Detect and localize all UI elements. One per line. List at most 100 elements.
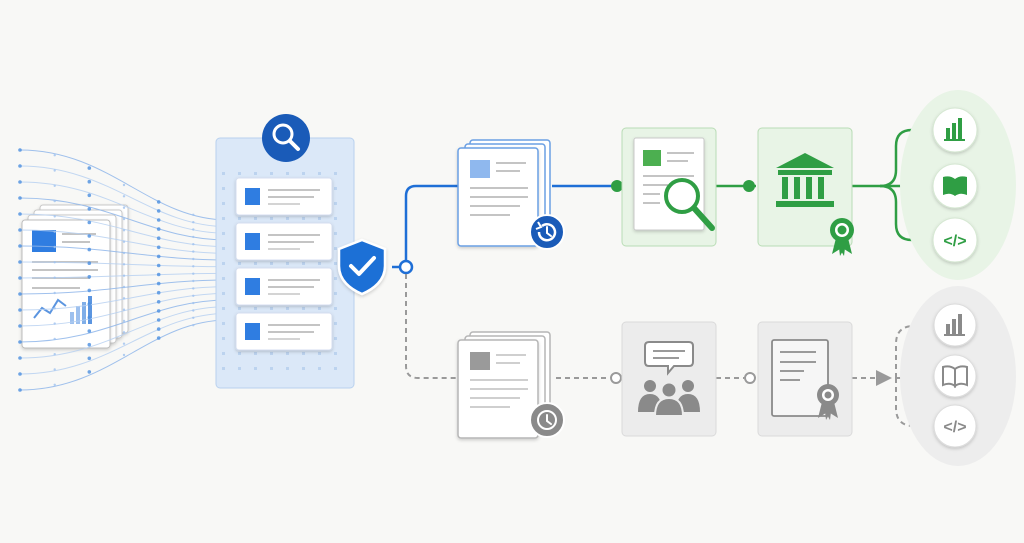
data-stream-dot xyxy=(87,370,92,374)
data-stream-line xyxy=(19,306,229,359)
data-stream-dot xyxy=(192,294,195,297)
panel-dot xyxy=(318,367,321,370)
data-stream-dot xyxy=(122,297,126,300)
panel-dot xyxy=(222,232,225,235)
data-stream-dot xyxy=(122,206,126,209)
data-stream-dot xyxy=(87,193,92,198)
code-label: </> xyxy=(943,419,966,436)
bar-chart-icon[interactable] xyxy=(932,107,978,153)
data-stream-dot xyxy=(87,234,92,238)
data-stream-dot xyxy=(18,356,22,360)
data-stream-dot xyxy=(192,272,195,275)
data-stream-dot xyxy=(192,213,195,216)
data-stream-dot xyxy=(87,179,92,184)
data-stream-dot xyxy=(18,148,22,152)
panel-dot xyxy=(254,307,257,310)
data-stream-line xyxy=(19,165,229,228)
panel-dot xyxy=(270,217,273,220)
code-icon[interactable]: </> xyxy=(933,404,977,448)
data-stream-dot xyxy=(156,218,161,222)
upper-node-2 xyxy=(743,180,755,192)
data-stream-dot xyxy=(18,244,22,248)
panel-dot xyxy=(318,217,321,220)
panel-dot xyxy=(302,352,305,355)
data-stream-line xyxy=(19,312,229,375)
data-stream-dot xyxy=(122,274,126,277)
data-stream-dot xyxy=(87,302,92,306)
data-stream-line xyxy=(19,286,229,311)
code-icon[interactable]: </> xyxy=(932,217,978,263)
panel-dot xyxy=(254,352,257,355)
data-stream-dot xyxy=(53,276,56,279)
upper-document-stack xyxy=(457,139,565,250)
panel-dot xyxy=(222,247,225,250)
data-stream-dot xyxy=(192,301,195,305)
data-stream-dot xyxy=(122,229,126,232)
data-stream-dot xyxy=(18,212,22,216)
panel-dot xyxy=(270,307,273,310)
data-stream-line xyxy=(19,299,229,343)
review-magnifier-icon xyxy=(664,178,715,231)
panel-dot xyxy=(302,262,305,265)
data-stream-dot xyxy=(53,383,56,386)
data-stream-dot xyxy=(53,291,56,295)
data-stream-dot xyxy=(122,263,126,266)
panel-dot xyxy=(286,172,289,175)
data-stream-dot xyxy=(192,243,195,246)
panel-dot xyxy=(270,172,273,175)
panel-dot xyxy=(222,172,225,175)
data-stream-dot xyxy=(192,287,195,290)
award-badge-icon xyxy=(830,218,854,256)
bar-chart-icon[interactable] xyxy=(933,303,977,347)
data-stream-dot xyxy=(156,327,161,331)
data-stream-dot xyxy=(122,308,126,311)
panel-dot xyxy=(238,172,241,175)
panel-dot xyxy=(334,292,337,295)
open-book-icon[interactable] xyxy=(932,163,978,209)
upper-institution-card xyxy=(757,127,854,256)
panel-dot xyxy=(286,262,289,265)
gate-junction-node xyxy=(398,259,414,275)
data-stream-dot xyxy=(122,285,126,289)
panel-dot xyxy=(222,292,225,295)
data-stream-dot xyxy=(156,300,161,304)
index-card xyxy=(235,267,333,306)
panel-dot xyxy=(254,367,257,370)
data-stream-dot xyxy=(192,221,195,224)
data-stream-dot xyxy=(53,322,56,325)
data-stream-dot xyxy=(87,207,92,211)
data-stream-dot xyxy=(87,261,92,266)
index-card xyxy=(235,177,333,216)
panel-dot xyxy=(334,262,337,265)
search-icon xyxy=(262,114,310,162)
upper-output-group: </> xyxy=(900,90,1016,280)
data-stream-dot xyxy=(156,209,161,213)
data-stream-dot xyxy=(156,290,161,295)
data-stream-dot xyxy=(53,353,56,356)
data-stream-dot xyxy=(18,292,22,296)
index-card xyxy=(235,222,333,261)
data-stream-dot xyxy=(18,324,22,328)
data-stream-dot xyxy=(87,247,92,252)
data-stream-dot xyxy=(53,261,56,264)
code-label: </> xyxy=(943,233,966,250)
panel-dot xyxy=(238,217,241,220)
panel-dot xyxy=(222,262,225,265)
panel-dot xyxy=(222,217,225,220)
data-stream-line xyxy=(19,213,229,248)
index-card xyxy=(235,312,333,351)
panel-dot xyxy=(302,217,305,220)
data-stream-dot xyxy=(53,184,56,187)
data-stream-dot xyxy=(122,331,126,334)
document-history-icon xyxy=(529,214,565,250)
data-stream-dot xyxy=(122,353,126,357)
panel-dot xyxy=(302,367,305,370)
panel-dot xyxy=(334,172,337,175)
panel-dot xyxy=(222,337,225,340)
panel-dot xyxy=(334,202,337,205)
panel-dot xyxy=(318,352,321,355)
data-stream-line xyxy=(19,319,229,391)
open-book-icon[interactable] xyxy=(933,354,977,398)
lower-document-stack xyxy=(457,331,565,439)
